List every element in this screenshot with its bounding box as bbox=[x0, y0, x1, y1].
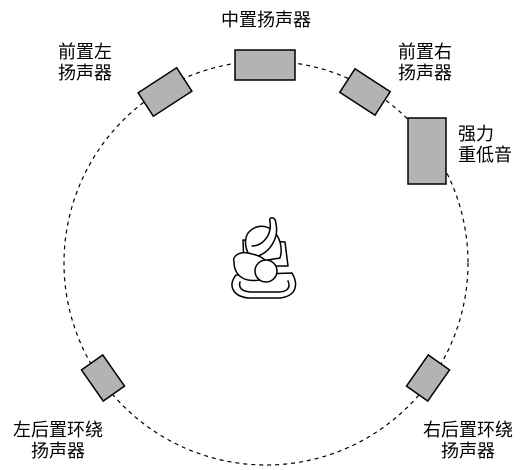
subwoofer-box bbox=[407, 117, 447, 185]
listener-on-sofa-icon bbox=[231, 217, 297, 299]
listening-circle bbox=[63, 60, 469, 466]
front-left-speaker-label: 前置左 扬声器 bbox=[58, 42, 112, 84]
front-right-speaker-box bbox=[338, 67, 392, 117]
center-speaker-box bbox=[234, 49, 296, 81]
surround-right-speaker-label: 右后置环绕 扬声器 bbox=[423, 420, 513, 462]
surround-left-speaker-box bbox=[80, 353, 126, 403]
surround-right-speaker-box bbox=[405, 353, 451, 403]
surround-left-speaker-label: 左后置环绕 扬声器 bbox=[13, 420, 103, 462]
center-speaker-label: 中置扬声器 bbox=[221, 10, 311, 31]
front-right-speaker-label: 前置右 扬声器 bbox=[398, 42, 452, 84]
front-left-speaker-box bbox=[137, 66, 193, 118]
subwoofer-label: 强力 重低音 bbox=[458, 124, 512, 166]
